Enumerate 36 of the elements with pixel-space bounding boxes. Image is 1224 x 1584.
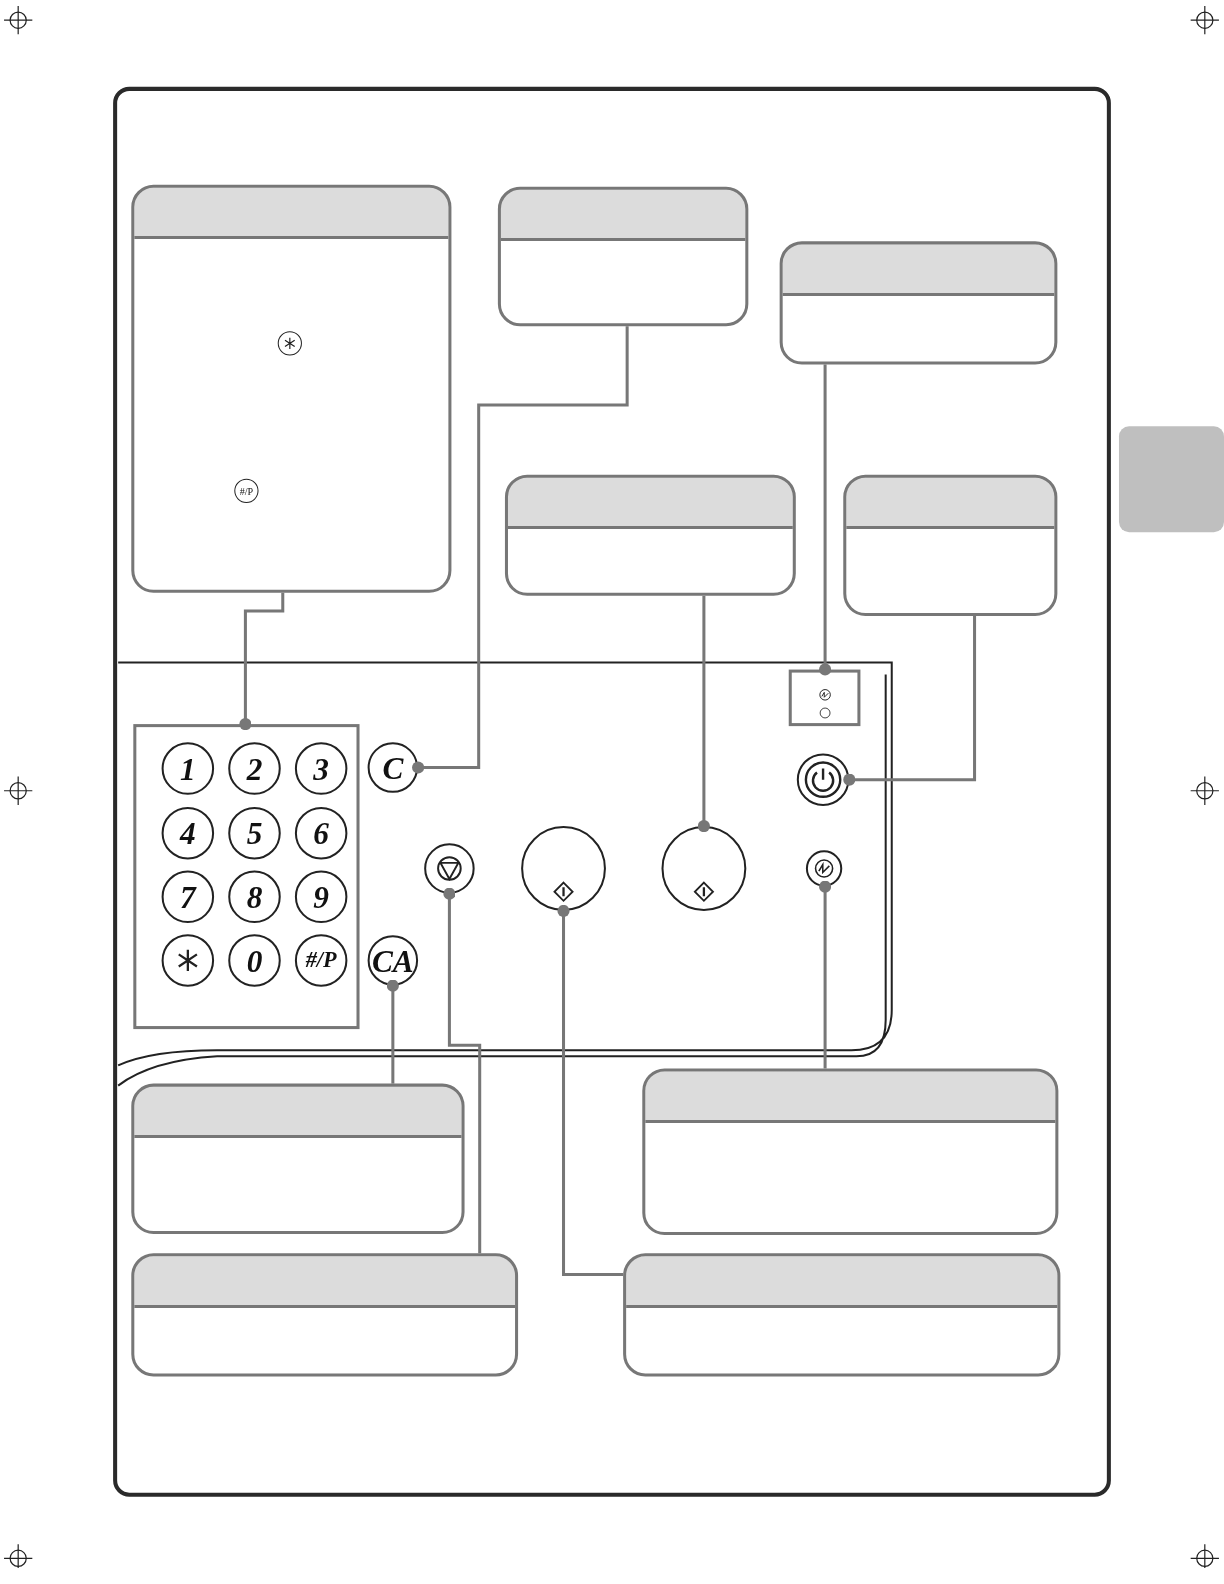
callout-box (131, 1253, 519, 1377)
leader-line (819, 880, 832, 1069)
key: 5 (228, 806, 281, 860)
key: 3 (294, 742, 348, 795)
callout-box (779, 241, 1058, 365)
key: 9 (294, 870, 348, 924)
key: 1 (161, 742, 215, 795)
leader-line (386, 979, 399, 1084)
key: 4 (161, 806, 215, 860)
key: C (367, 742, 419, 793)
leader-line (443, 887, 482, 1254)
key-symbol: #/P (234, 478, 259, 503)
callout-box (131, 1083, 465, 1235)
keypad-panel (133, 724, 360, 1030)
leader-line (412, 326, 629, 774)
callout-box (497, 186, 749, 327)
leader-line (557, 904, 624, 1276)
leader-line (697, 595, 710, 833)
leader-line (239, 592, 285, 731)
leader-line (843, 616, 977, 786)
key: 8 (228, 870, 281, 924)
key: 6 (294, 806, 348, 860)
callout-box (504, 474, 796, 596)
callout-box (623, 1253, 1061, 1377)
key: 2 (228, 742, 281, 795)
callout-box (131, 184, 452, 593)
key (161, 934, 215, 987)
key: 0 (228, 934, 281, 987)
key: CA (367, 935, 419, 986)
key: #/P (294, 934, 348, 987)
leader-line (819, 364, 832, 676)
indicator-panel (788, 669, 861, 727)
key: 7 (161, 870, 215, 924)
callout-box (843, 474, 1058, 617)
stop-key (424, 843, 475, 894)
callout-box (642, 1068, 1059, 1236)
